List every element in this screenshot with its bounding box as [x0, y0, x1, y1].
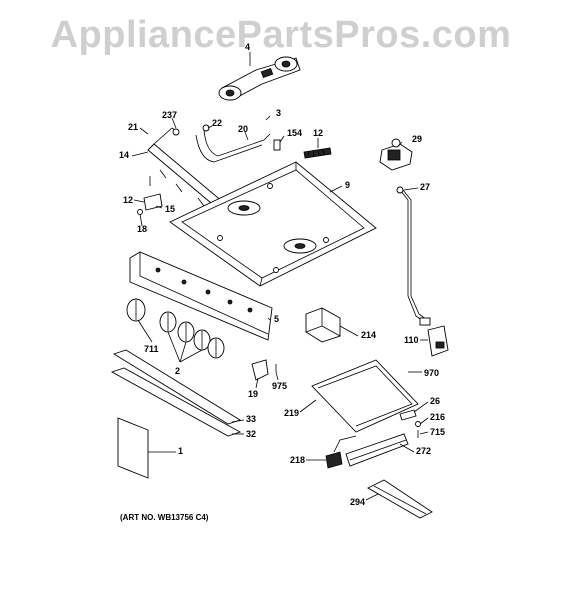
- watermark-text: AppliancePartsPros.com: [50, 14, 512, 56]
- callout-970: 970: [424, 368, 440, 378]
- connector-218-part: [325, 435, 357, 469]
- bracket-214-part: [305, 307, 341, 343]
- art-number: (ART NO. WB13756 C4): [120, 513, 209, 522]
- top-burner-part: [218, 56, 301, 101]
- callout-20: 20: [238, 124, 249, 134]
- bottom-tray-part: [311, 359, 419, 433]
- callout-294: 294: [350, 497, 366, 507]
- burner-box-part: [169, 161, 377, 287]
- callout-19: 19: [248, 389, 259, 399]
- callout-29: 29: [412, 134, 423, 144]
- small-fittings-part: [399, 409, 421, 438]
- callout-975: 975: [272, 381, 288, 391]
- callout-14: 14: [119, 150, 130, 160]
- callout-3: 3: [276, 108, 282, 118]
- callout-154: 154: [287, 128, 303, 138]
- callout-12-top: 12: [313, 128, 324, 138]
- callout-22: 22: [212, 118, 223, 128]
- callout-32: 32: [246, 429, 257, 439]
- regulator-part: [379, 138, 413, 171]
- control-panel-part: [129, 251, 273, 341]
- callout-216: 216: [430, 412, 446, 422]
- literature-part: [117, 417, 149, 479]
- callout-1: 1: [178, 446, 184, 456]
- callout-218: 218: [290, 455, 306, 465]
- callout-21: 21: [128, 122, 139, 132]
- callout-237: 237: [162, 110, 178, 120]
- callout-12-bottom: 12: [123, 195, 134, 205]
- callout-272: 272: [416, 446, 432, 456]
- gas-tube-part: [396, 186, 431, 326]
- callout-5: 5: [274, 314, 280, 324]
- callout-2: 2: [175, 366, 181, 376]
- callout-27: 27: [420, 182, 431, 192]
- burner-tubes-part: [195, 124, 281, 163]
- rail-294-part: [367, 479, 433, 519]
- callout-26: 26: [430, 396, 441, 406]
- callout-219: 219: [284, 408, 300, 418]
- valve-bracket-part: [137, 193, 163, 215]
- callout-9: 9: [345, 180, 351, 190]
- switch-part: [251, 359, 277, 381]
- rail-272-part: [345, 433, 409, 467]
- panel-strips-part: [110, 349, 242, 437]
- callout-33: 33: [246, 414, 257, 424]
- wire-harness-part: [303, 147, 332, 159]
- callout-18: 18: [137, 224, 148, 234]
- callout-110: 110: [404, 335, 419, 345]
- callout-711: 711: [144, 344, 159, 354]
- callout-4: 4: [245, 42, 251, 52]
- callout-214: 214: [361, 330, 377, 340]
- leader-lines: [131, 52, 429, 501]
- callout-715: 715: [430, 427, 446, 437]
- callout-15: 15: [165, 204, 176, 214]
- ignition-module-part: [427, 325, 449, 357]
